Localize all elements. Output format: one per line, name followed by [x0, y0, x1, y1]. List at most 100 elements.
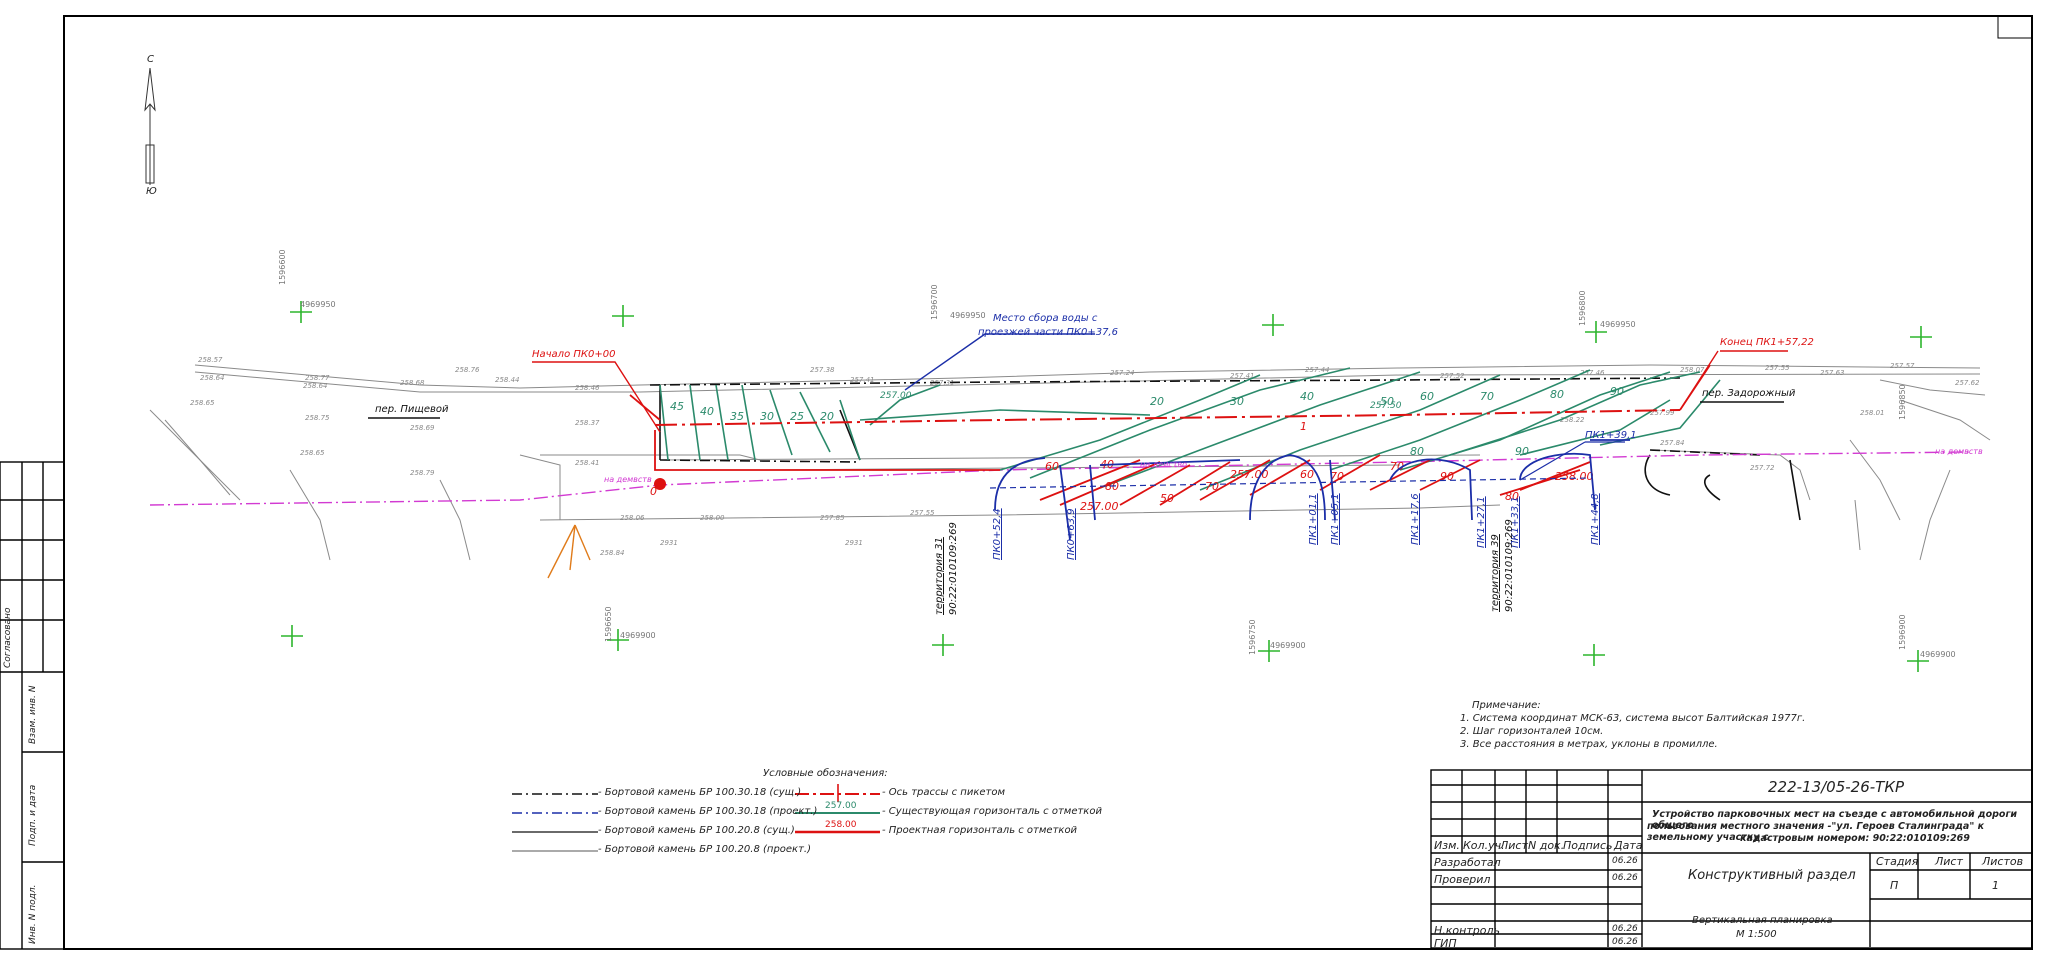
svg-text:258.57: 258.57 — [198, 356, 223, 364]
tb-role: Разработал — [1434, 856, 1501, 869]
svg-text:257.72: 257.72 — [1750, 464, 1775, 472]
project-title-line: пользования местного значения -"ул. Геро… — [1647, 821, 1985, 843]
grid-crosses — [281, 301, 1932, 672]
svg-text:257.38: 257.38 — [810, 366, 835, 374]
side-stamp — [0, 461, 65, 950]
territory-cadastral: 90:22:010109:269 — [1504, 519, 1515, 612]
svg-text:257.31: 257.31 — [930, 379, 955, 387]
svg-text:50: 50 — [1380, 395, 1394, 408]
legend-item: - Бортовой камень БР 100.20.8 (сущ.) — [598, 825, 795, 836]
svg-text:2931: 2931 — [660, 539, 678, 547]
svg-text:258.64: 258.64 — [200, 374, 225, 382]
drawing-name: Вертикальная планировка — [1692, 915, 1833, 926]
picket-label: ПК1+05,1 — [1330, 493, 1341, 545]
svg-text:257.00: 257.00 — [1080, 500, 1119, 513]
svg-text:258.37: 258.37 — [575, 419, 600, 427]
sheet-value: П — [1890, 879, 1899, 892]
svg-text:257.41: 257.41 — [850, 376, 875, 384]
legend-item: - Существующая горизонталь с отметкой — [882, 806, 1102, 817]
svg-text:258.76: 258.76 — [455, 366, 480, 374]
coord-label: 4969900 — [1920, 650, 1956, 659]
tb-date: 06.26 — [1612, 937, 1638, 947]
picket-label: ПК1+01,1 — [1308, 493, 1319, 545]
svg-text:25: 25 — [790, 410, 804, 423]
north-label: С — [147, 54, 154, 65]
svg-text:257.50: 257.50 — [1370, 401, 1402, 411]
svg-text:258.84: 258.84 — [600, 549, 625, 557]
coord-label: 1596750 — [1248, 619, 1257, 655]
svg-text:258.77: 258.77 — [305, 374, 330, 382]
tb-header: Дата — [1614, 839, 1643, 852]
legend-item: - Бортовой камень БР 100.20.8 (проект.) — [598, 844, 812, 855]
svg-text:258.68: 258.68 — [400, 379, 425, 387]
svg-text:257.55: 257.55 — [1765, 364, 1790, 372]
legend-item: - Бортовой камень БР 100.30.18 (сущ.) — [598, 787, 802, 798]
street-underlines — [368, 401, 1784, 419]
svg-text:258.01: 258.01 — [1860, 409, 1885, 417]
svg-text:257.24: 257.24 — [1110, 369, 1135, 377]
drawing-scale: М 1:500 — [1736, 929, 1777, 940]
svg-text:40: 40 — [700, 405, 714, 418]
svg-text:80: 80 — [1550, 388, 1564, 401]
end-callout: Конец ПК1+57,22 — [1720, 337, 1814, 348]
sheet-head: Листов — [1982, 855, 2024, 868]
pk139-leader — [1519, 441, 1625, 481]
svg-text:257.99: 257.99 — [1650, 409, 1675, 417]
svg-text:90: 90 — [1610, 385, 1624, 398]
water-callout-line1: Место сбора воды с — [993, 313, 1098, 324]
coord-label: 1596850 — [1898, 384, 1907, 420]
picket-label: ПК1+44,8 — [1590, 493, 1601, 545]
territory-cadastral: 90:22:010109:269 — [948, 522, 959, 615]
svg-text:2931: 2931 — [845, 539, 863, 547]
side-stamp-label: Взам. инв. N — [28, 685, 38, 744]
picket-label: ПК0+63,9 — [1066, 508, 1077, 560]
svg-text:257.57: 257.57 — [1890, 362, 1915, 370]
svg-text:40: 40 — [1300, 390, 1314, 403]
tb-header: Кол.уч. — [1463, 839, 1505, 852]
svg-text:90: 90 — [1515, 445, 1529, 458]
kerb-existing — [649, 377, 1761, 463]
direction-label: на деиство — [1140, 460, 1187, 469]
svg-text:257.00: 257.00 — [1230, 468, 1269, 481]
svg-text:257.55: 257.55 — [910, 509, 935, 517]
sheet-head: Лист — [1935, 855, 1963, 868]
svg-text:70: 70 — [1480, 390, 1494, 403]
svg-text:257.46: 257.46 — [1580, 369, 1605, 377]
svg-text:60: 60 — [1045, 460, 1059, 473]
note-item: 2. Шаг горизонталей 10см. — [1460, 726, 1604, 737]
coord-label: 1596900 — [1898, 614, 1907, 650]
tb-date: 06.26 — [1612, 924, 1638, 934]
project-title-line: кадастровым номером: 90:22:010109:269 — [1740, 833, 1970, 844]
street-label: пер. Пищевой — [375, 404, 449, 415]
legend-item: - Проектная горизонталь с отметкой — [882, 825, 1078, 836]
tb-date: 06.26 — [1612, 856, 1638, 866]
svg-text:60: 60 — [1300, 468, 1314, 481]
tb-header: N док. — [1528, 839, 1565, 852]
picket-label: ПК0+52,4 — [992, 508, 1003, 560]
north-arrow-icon — [144, 67, 156, 185]
legend-swatches — [512, 784, 880, 852]
start-callout-leader — [532, 350, 1788, 433]
svg-text:257.85: 257.85 — [820, 514, 845, 522]
svg-text:50: 50 — [1160, 492, 1174, 505]
section-title: Конструктивный раздел — [1688, 868, 1856, 883]
kerb-project-dash — [989, 477, 1591, 489]
svg-text:258.07: 258.07 — [1680, 366, 1705, 374]
svg-text:258.65: 258.65 — [300, 449, 325, 457]
title-block — [1430, 769, 2033, 949]
svg-text:257.00: 257.00 — [880, 391, 912, 401]
coord-label: 1596600 — [278, 249, 287, 285]
svg-text:80: 80 — [1505, 490, 1519, 503]
side-stamp-label: Инв. N подл. — [28, 884, 38, 944]
svg-text:258.00: 258.00 — [700, 514, 725, 522]
svg-text:20: 20 — [820, 410, 834, 423]
existing-contour-elevations: 257.00 257.50 — [880, 391, 1402, 411]
svg-text:258.00: 258.00 — [1555, 470, 1594, 483]
kerb-project — [994, 439, 1630, 541]
svg-text:60: 60 — [1420, 390, 1434, 403]
svg-text:70: 70 — [1205, 480, 1219, 493]
direction-line — [149, 451, 1971, 506]
territory-label: территория 31 — [934, 537, 945, 615]
